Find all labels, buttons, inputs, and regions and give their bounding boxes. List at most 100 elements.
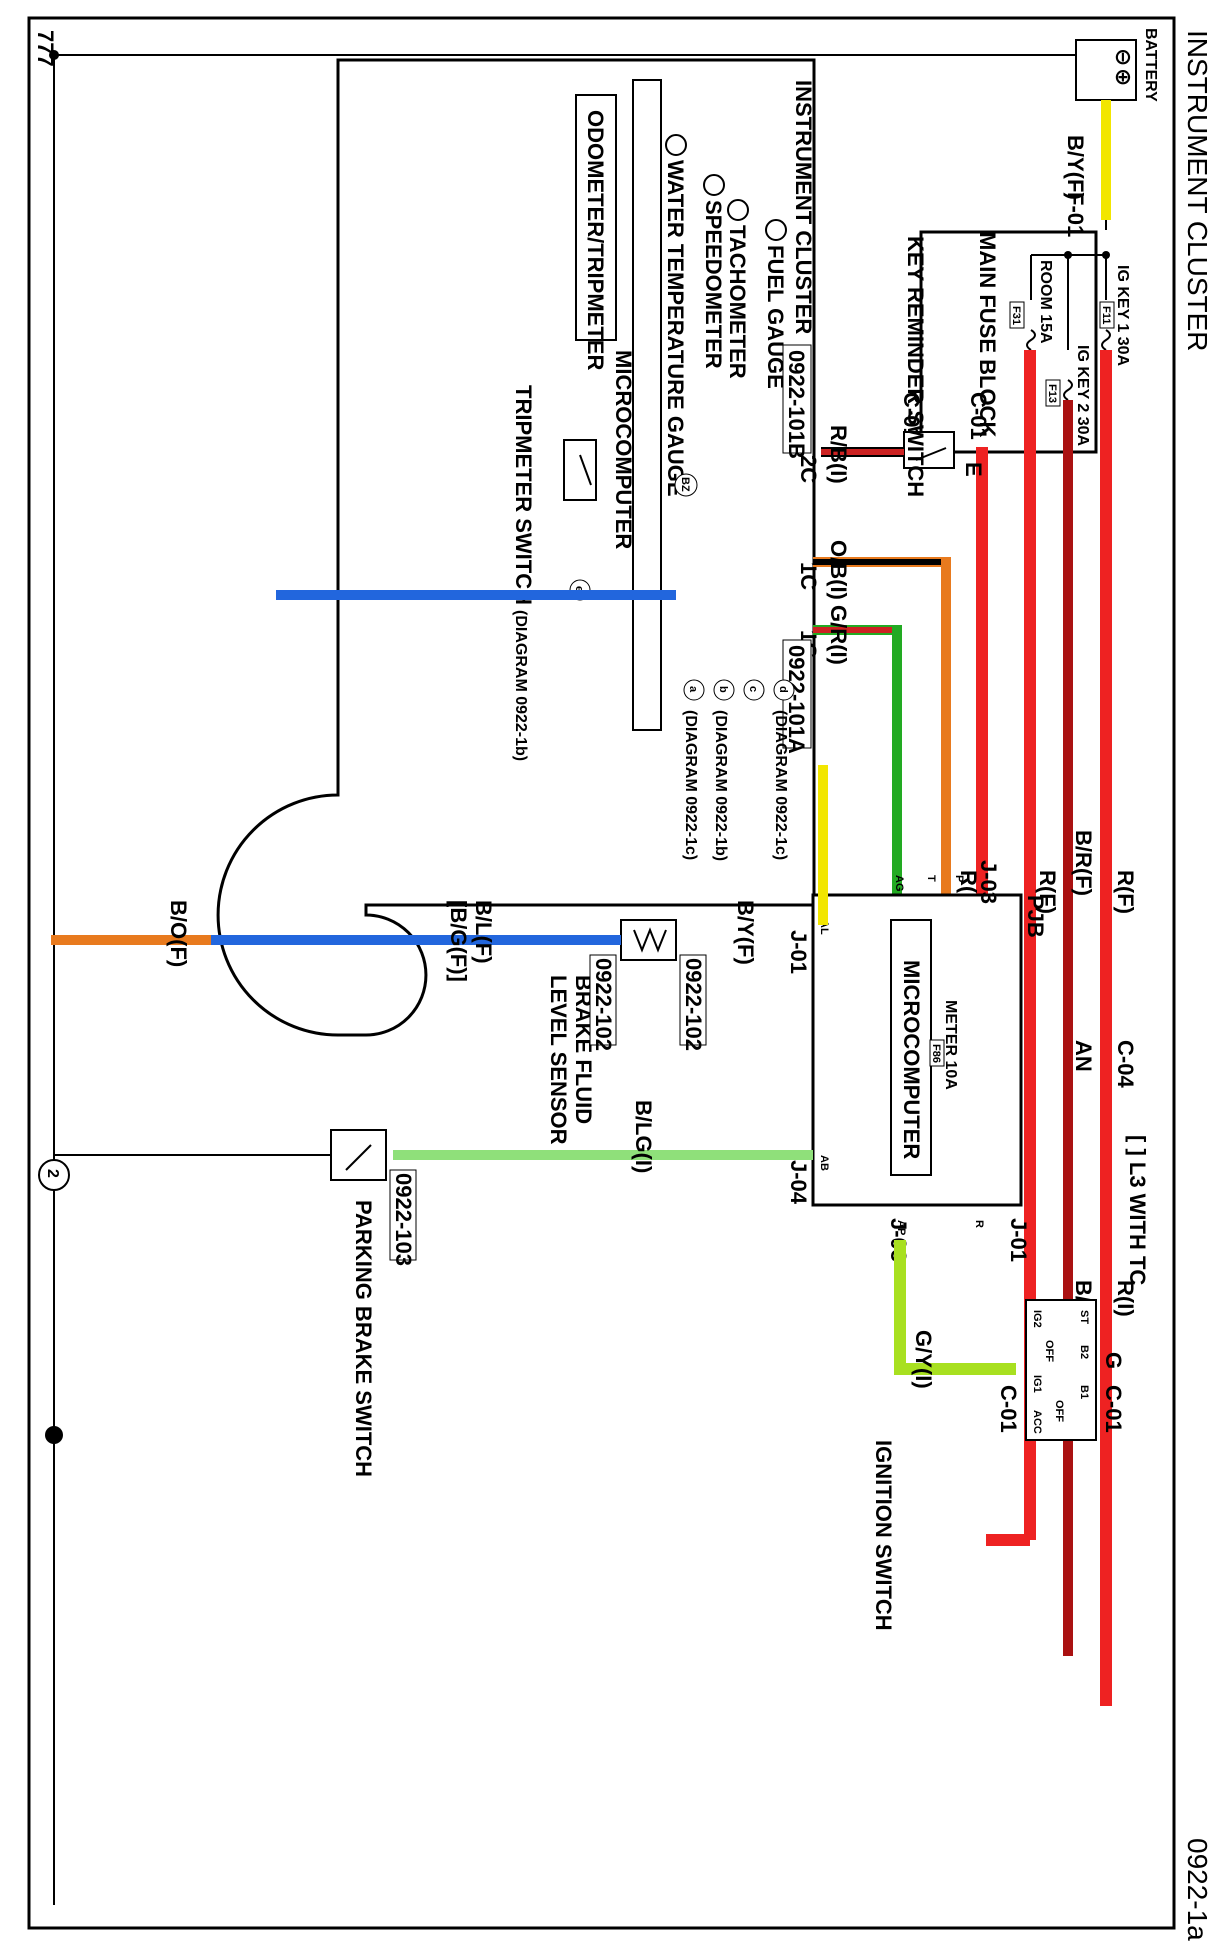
ref-0922-102-top xyxy=(679,954,707,1046)
fuse-f31-label: F31 xyxy=(1010,306,1022,325)
wire-bg-f-label: [B/G(F)] xyxy=(446,900,471,982)
buzzer-label: BZ xyxy=(679,477,691,492)
tachometer-icon xyxy=(727,199,749,221)
meter-fuse-label: METER 10A xyxy=(942,1000,959,1090)
battery-label: BATTERY xyxy=(1142,28,1159,102)
ground-symbol: 777 xyxy=(33,30,58,67)
pin-b-label: b xyxy=(717,686,729,693)
wire-gy-i-label: G/Y(I) xyxy=(911,1330,936,1389)
wire-rb-i-label: R/B(I) xyxy=(826,425,851,484)
pin-r-label: R xyxy=(973,1220,985,1228)
cluster-microcomputer-label: MICROCOMPUTER xyxy=(611,350,636,549)
wire-by-f-sensor-label: B/Y(F) xyxy=(733,900,758,965)
ref-0922-103-label: 0922-103 xyxy=(391,1173,416,1266)
wire-gr-i-run xyxy=(892,625,902,895)
ignition-off2: OFF xyxy=(1053,1400,1065,1422)
tripmeter-contact xyxy=(579,454,592,486)
diagram-page-id: 0922-1a xyxy=(1182,1838,1213,1941)
water-temp-gauge-label: WATER TEMPERATURE GAUGE xyxy=(663,160,688,497)
odometer-box xyxy=(575,94,617,341)
ignition-b1: B1 xyxy=(1078,1385,1090,1399)
tripmeter-switch xyxy=(563,439,597,501)
ground-point-2 xyxy=(38,1159,70,1191)
connector-c01-ign-top: C-01 xyxy=(1101,1385,1126,1433)
connector-c01-key-top: C-01 xyxy=(966,392,991,440)
ref-0922-101b-label: 0922-101B xyxy=(784,350,809,459)
odometer-label: ODOMETER/TRIPMETER xyxy=(583,110,608,370)
wire-r-i-lower-label: R(I) xyxy=(1113,1280,1138,1317)
wire-bo-f-run xyxy=(51,935,211,945)
pin-ab-label: AB xyxy=(818,1155,830,1171)
key-reminder-contact xyxy=(915,447,947,461)
diag-1c-a: (DIAGRAM 0922-1c) xyxy=(682,710,699,860)
connector-j03-top: J-03 xyxy=(976,860,1001,904)
parking-brake-switch xyxy=(330,1129,387,1181)
pin-c-circle xyxy=(743,679,765,701)
wire-bl-f-run xyxy=(211,935,621,945)
diagram-frame xyxy=(27,16,1176,1930)
pin-t-label: T xyxy=(925,875,937,882)
fuse-ig-key2-symbol xyxy=(1063,379,1073,401)
brake-fluid-label-2: LEVEL SENSOR xyxy=(546,975,571,1145)
water-temp-gauge-icon xyxy=(665,134,687,156)
fuse-f13-label: F13 xyxy=(1046,384,1058,403)
ref-0922-102-bottom xyxy=(589,954,617,1046)
connector-c04-label: C-04 xyxy=(1113,1040,1138,1088)
ref-0922-102-bottom-label: 0922-102 xyxy=(591,958,616,1051)
diagram-note: [ ] L3 WITH TC xyxy=(1125,1135,1150,1285)
wire-bl-f xyxy=(276,590,676,600)
wire-gr-i-label: G/R(I) xyxy=(826,605,851,665)
connector-e-label: E xyxy=(961,462,986,477)
pin-d-circle xyxy=(773,679,795,701)
connector-c01-ign-left: C-01 xyxy=(996,1385,1021,1433)
wire-r-f-room xyxy=(1024,350,1036,1540)
wire-by-f-battery xyxy=(1101,100,1111,220)
fuse-room-label: ROOM 15A xyxy=(1037,260,1054,344)
wire-bl-f-label: B/L(F) xyxy=(471,900,496,964)
connector-j04: J-04 xyxy=(786,1160,811,1205)
fuse-ig-key1-label: IG KEY 1 30A xyxy=(1114,265,1131,367)
wire-ob-i-label: O/B(I) xyxy=(826,540,851,600)
fuse-ig-key2-label: IG KEY 2 30A xyxy=(1074,345,1091,447)
ground-junction-parking xyxy=(45,1426,63,1444)
tripmeter-switch-label: TRIPMETER SWITCH xyxy=(511,385,536,605)
wire-by-f-sensor xyxy=(818,765,828,925)
pin-p-label: P xyxy=(953,875,965,882)
wire-r-f-ig1-label: R(F) xyxy=(1113,870,1138,914)
instrument-cluster-label: INSTRUMENT CLUSTER xyxy=(791,80,816,334)
ignition-b2: B2 xyxy=(1078,1345,1090,1359)
wire-r-f-ig1 xyxy=(1100,350,1112,1706)
buzzer-icon xyxy=(674,473,698,497)
ref-0922-101b xyxy=(782,344,812,454)
ignition-switch xyxy=(1025,1299,1097,1441)
diag-1c-b: (DIAGRAM 0922-1c) xyxy=(772,710,789,860)
connector-j01-left: J-01 xyxy=(786,930,811,974)
wire-ob-i-run xyxy=(941,557,951,897)
diag-1b: (DIAGRAM 0922-1b) xyxy=(712,710,729,861)
pin-d-label: d xyxy=(777,686,789,693)
parking-brake-contact xyxy=(345,1144,372,1171)
tachometer-label: TACHOMETER xyxy=(725,225,750,379)
ground-point-2-label: 2 xyxy=(44,1169,61,1178)
battery-minus: ⊖ xyxy=(1111,48,1136,66)
brake-fluid-sensor xyxy=(620,919,677,961)
pin-ap-label: AP xyxy=(895,1220,907,1235)
pin-a-circle xyxy=(683,679,705,701)
wire-gy-i xyxy=(894,1240,906,1375)
connector-c01-ign-g: G xyxy=(1101,1352,1126,1369)
wire-ob-i-core xyxy=(813,559,948,565)
fuse-room-symbol xyxy=(1026,329,1036,351)
ref-0922-102-top-label: 0922-102 xyxy=(681,958,706,1051)
ref-0922-103 xyxy=(389,1169,417,1261)
pjb-microcomputer-label: MICROCOMPUTER xyxy=(899,960,924,1159)
brake-fluid-resistor xyxy=(633,927,667,953)
diag-1b-trip: (DIAGRAM 0922-1b) xyxy=(512,610,529,761)
ignition-off1: OFF xyxy=(1043,1340,1055,1362)
fuel-gauge-icon xyxy=(765,219,787,241)
pin-ag-label: AG xyxy=(893,875,905,892)
pin-a-label: a xyxy=(687,686,699,693)
wire-blg-i-label: B/LG(I) xyxy=(631,1100,656,1173)
fuse-f86-box xyxy=(929,1039,945,1067)
wire-br-f-ig2 xyxy=(1063,400,1073,1656)
